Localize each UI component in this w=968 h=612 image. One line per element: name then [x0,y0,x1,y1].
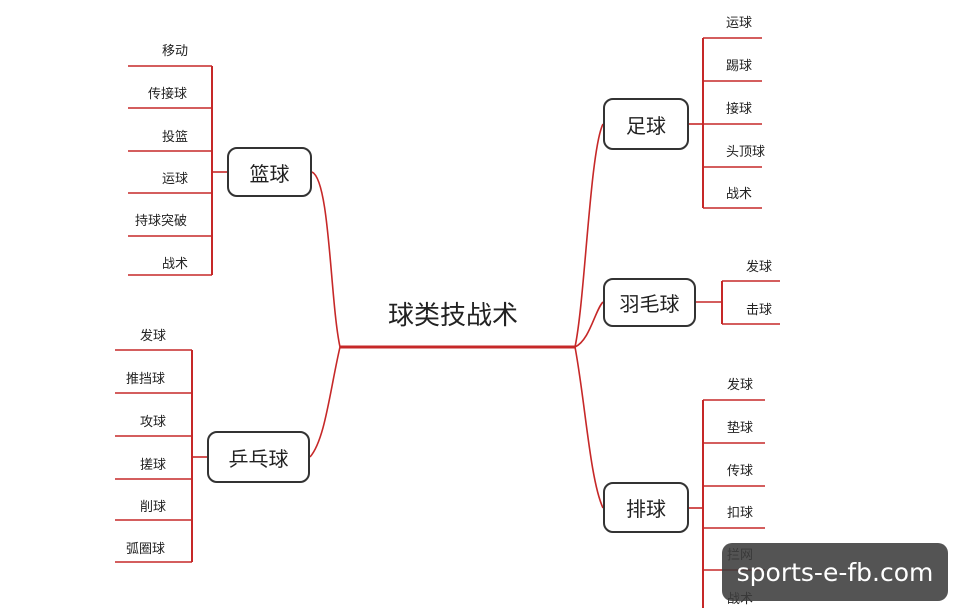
leaf-football-2: 踢球 [726,59,753,74]
leaf-badminton-2: 击球 [746,303,773,318]
node-pingpong: 乒乓球 [207,431,310,483]
leaf-basketball-1: 移动 [162,44,189,59]
leaf-football-4: 头顶球 [726,145,766,160]
watermark: sports-e-fb.com [722,543,948,601]
node-basketball: 篮球 [227,147,312,197]
leaf-basketball-4: 运球 [162,172,189,187]
center-topic: 球类技战术 [388,301,519,331]
leaf-volleyball-2: 垫球 [727,421,754,436]
leaf-football-5: 战术 [726,187,753,202]
leaf-basketball-2: 传接球 [148,87,188,102]
leaf-football-1: 运球 [726,16,753,31]
leaf-pingpong-3: 攻球 [140,415,167,430]
leaf-pingpong-6: 弧圈球 [126,542,166,557]
leaf-basketball-3: 投篮 [162,130,189,145]
leaf-pingpong-5: 削球 [140,500,167,515]
node-volleyball: 排球 [603,482,689,533]
node-football: 足球 [603,98,689,150]
leaf-pingpong-2: 推挡球 [126,372,166,387]
leaf-pingpong-4: 搓球 [140,458,167,473]
leaf-football-3: 接球 [726,102,753,117]
leaf-basketball-5: 持球突破 [135,214,188,229]
leaf-basketball-6: 战术 [162,257,189,272]
node-badminton: 羽毛球 [603,278,696,327]
leaf-volleyball-1: 发球 [727,378,754,393]
leaf-volleyball-4: 扣球 [727,506,754,521]
leaf-badminton-1: 发球 [746,260,773,275]
leaf-pingpong-1: 发球 [140,329,167,344]
leaf-volleyball-3: 传球 [727,464,754,479]
